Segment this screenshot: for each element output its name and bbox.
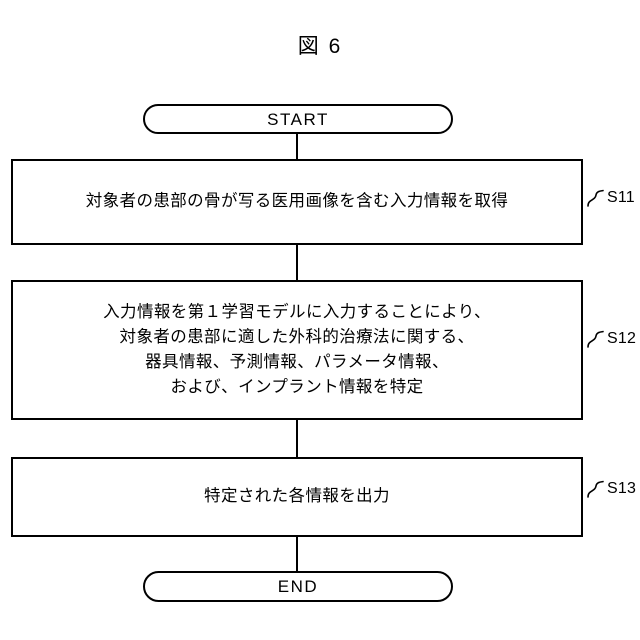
figure-title: 図 6 [297,35,343,58]
flowchart-process-s12: 入力情報を第１学習モデルに入力することにより、 対象者の患部に適した外科的治療法… [11,280,583,420]
process-s11-text: 対象者の患部の骨が写る医用画像を含む入力情報を取得 [85,192,509,211]
step-reference-s11: S11 [586,188,635,208]
flowchart-terminal-start: START [143,104,453,134]
connector-start-to-s11 [296,133,299,160]
process-s13-text: 特定された各情報を出力 [204,487,390,506]
leader-line-icon [587,330,604,348]
terminal-start-label: START [267,109,329,129]
leader-line-icon [587,480,604,498]
terminal-end-label: END [277,577,319,596]
flowchart-terminal-end: END [143,571,453,602]
step-reference-s13-label: S13 [607,480,637,497]
flowchart-process-s13: 特定された各情報を出力 [11,457,583,537]
step-reference-s13: S13 [586,479,636,499]
connector-s11-to-s12 [296,244,299,281]
flowchart-process-s11: 対象者の患部の骨が写る医用画像を含む入力情報を取得 [11,159,583,245]
connector-s13-to-end [296,536,299,572]
process-s12-text: 入力情報を第１学習モデルに入力することにより、 対象者の患部に適した外科的治療法… [103,302,491,397]
connector-s12-to-s13 [296,419,299,458]
step-reference-s11-label: S11 [607,189,635,206]
step-reference-s12: S12 [586,329,636,349]
leader-line-icon [587,189,604,207]
step-reference-s12-label: S12 [607,330,637,347]
